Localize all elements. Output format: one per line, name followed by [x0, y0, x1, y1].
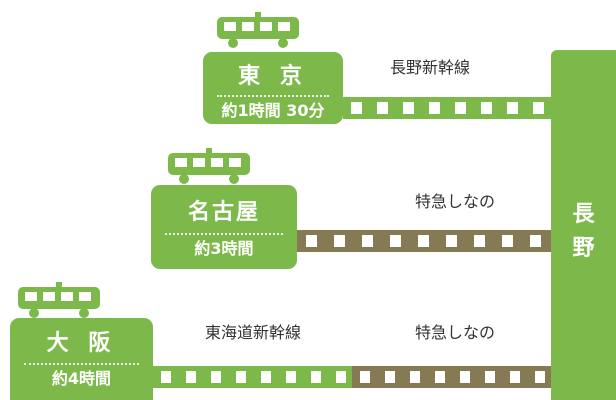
city-box-nagoya: 名古屋 約3時間 — [151, 185, 297, 269]
train-icon — [215, 12, 301, 50]
track-osaka-shinkansen — [153, 366, 352, 388]
route-label-osaka-shinano: 特急しなの — [415, 323, 496, 342]
city-divider — [217, 95, 329, 97]
route-label-nagoya: 特急しなの — [415, 192, 496, 211]
route-label-osaka-shinkansen: 東海道新幹線 — [205, 323, 302, 342]
train-icon — [16, 282, 102, 320]
city-box-osaka: 大 阪 約4時間 — [10, 318, 153, 400]
city-name-nagoya: 名古屋 — [187, 200, 260, 225]
route-label-tokyo: 長野新幹線 — [390, 58, 471, 77]
nagano-destination: 長 野 — [551, 50, 616, 400]
track-nagoya — [297, 230, 551, 252]
track-tokyo — [343, 97, 551, 119]
nagano-label-char-1: 長 — [572, 202, 595, 227]
train-icon — [166, 148, 252, 186]
travel-time-nagoya: 約3時間 — [194, 239, 254, 258]
travel-time-osaka: 約4時間 — [51, 369, 112, 388]
city-name-osaka: 大 阪 — [46, 331, 117, 356]
nagano-label-char-2: 野 — [572, 236, 595, 261]
track-osaka-shinano — [352, 366, 551, 388]
travel-time-tokyo: 約1時間 30分 — [221, 101, 325, 120]
city-divider — [24, 363, 139, 365]
city-divider — [165, 233, 283, 235]
city-box-tokyo: 東 京 約1時間 30分 — [203, 52, 343, 124]
city-name-tokyo: 東 京 — [238, 64, 308, 89]
